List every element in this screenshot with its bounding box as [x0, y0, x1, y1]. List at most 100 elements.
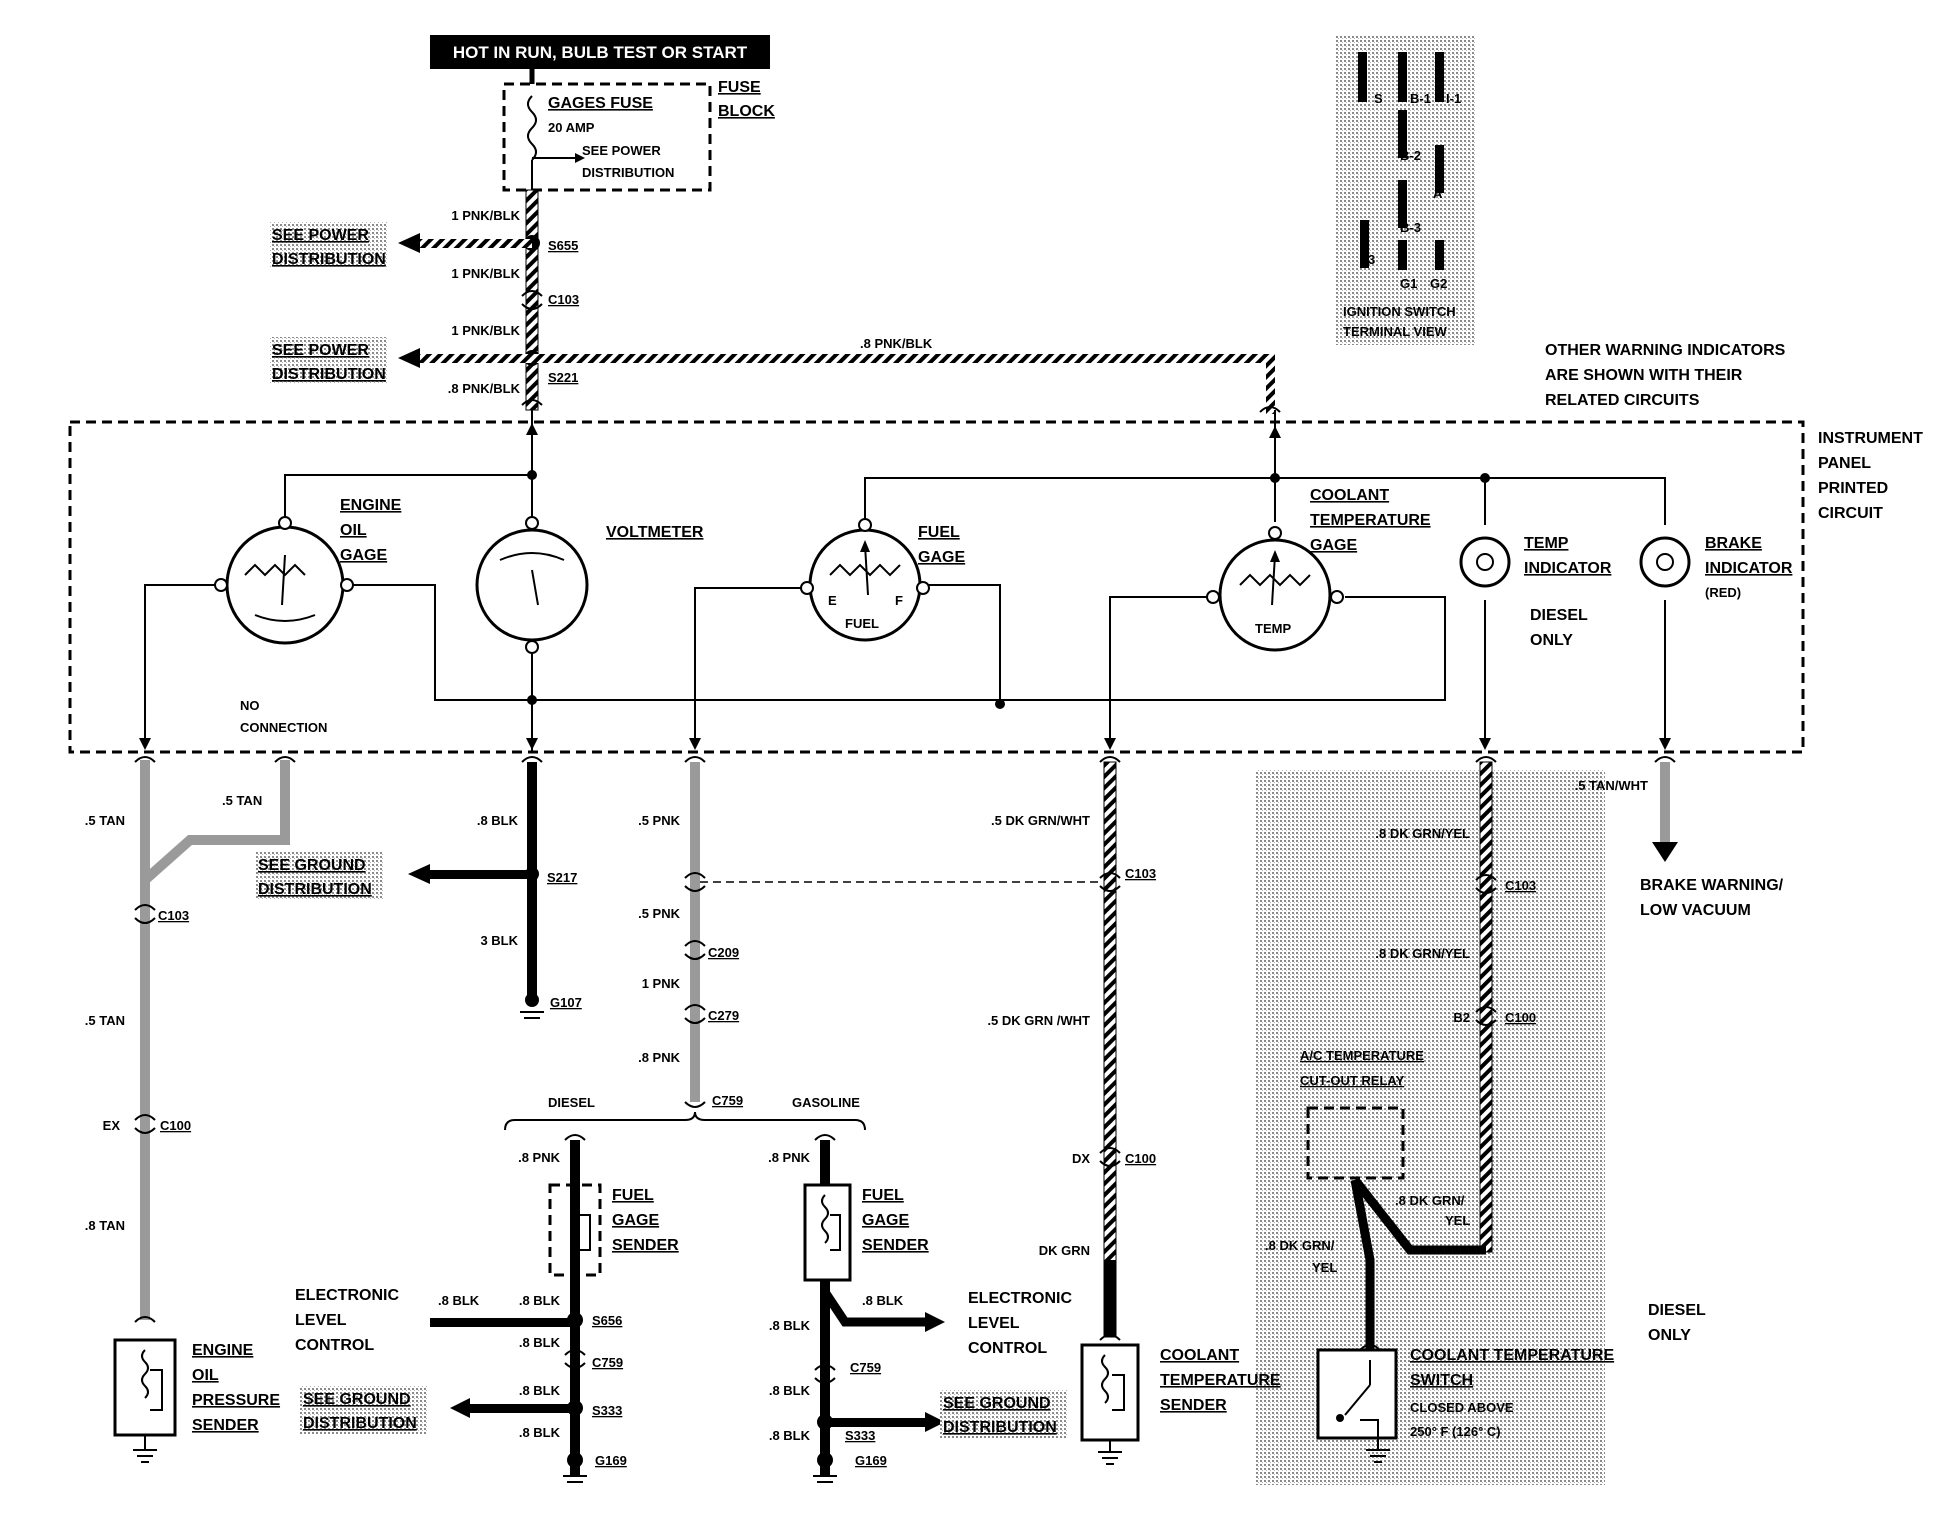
- gas-elc-1: ELECTRONIC: [968, 1290, 1072, 1307]
- oil-sender-label-2: OIL: [192, 1367, 219, 1384]
- gas-elc-3: CONTROL: [968, 1340, 1047, 1357]
- brake-indicator-label-2: INDICATOR: [1705, 560, 1793, 577]
- hot-in-run-header: [430, 35, 770, 69]
- diesel-only-1: DIESEL: [1648, 1302, 1706, 1319]
- terminal-b2: B-2: [1400, 148, 1421, 163]
- voltmeter: [475, 516, 589, 654]
- terminal-s: S: [1374, 91, 1383, 106]
- fuel-f-label: F: [895, 593, 903, 608]
- panel-label-4: CIRCUIT: [1818, 505, 1883, 522]
- note-line-3: RELATED CIRCUITS: [1545, 392, 1700, 409]
- diesel-branch-label: DIESEL: [548, 1095, 595, 1110]
- coolant-temperature-sender: [1080, 1343, 1140, 1465]
- arrow-icon: [398, 233, 420, 253]
- splice-label-s655: S655: [548, 238, 578, 253]
- brake-indicator-label-1: BRAKE: [1705, 535, 1762, 552]
- gas-elc-2: LEVEL: [968, 1315, 1020, 1332]
- temp-face-label: TEMP: [1255, 621, 1291, 636]
- ignition-caption-1: IGNITION SWITCH: [1343, 304, 1456, 319]
- splice-label: S656: [592, 1313, 622, 1328]
- wire-label: .5 DK GRN/WHT: [991, 813, 1090, 828]
- switch-label-4: 250° F (126° C): [1410, 1424, 1501, 1439]
- brake-dest-2: LOW VACUUM: [1640, 902, 1751, 919]
- switch-label-2: SWITCH: [1410, 1372, 1473, 1389]
- temp-indicator-label-1: TEMP: [1524, 535, 1569, 552]
- wire-label: .8 BLK: [769, 1428, 811, 1443]
- splice-label: S333: [592, 1403, 622, 1418]
- coolant-temperature-switch: [1316, 1348, 1398, 1463]
- coolant-gage-label-3: GAGE: [1310, 537, 1357, 554]
- diesel-elc-1: ELECTRONIC: [295, 1287, 399, 1304]
- coolant-sender-label-2: TEMPERATURE: [1160, 1372, 1281, 1389]
- wire-label: .8 BLK: [519, 1293, 561, 1308]
- terminal-g1: G1: [1400, 276, 1417, 291]
- temp-indicator-lamp: [1459, 536, 1511, 588]
- oil-tan-wire: [140, 760, 150, 1320]
- brake-tan-wht-wire: [1660, 762, 1670, 842]
- wire-label: .8 DK GRN/YEL: [1375, 946, 1470, 961]
- diesel-elc-2: LEVEL: [295, 1312, 347, 1329]
- power-trunk-wire: [525, 189, 539, 411]
- volt-see-ground-2: DISTRIBUTION: [258, 881, 372, 898]
- wire-label: .5 TAN: [85, 1013, 125, 1028]
- connector-label-c103: C103: [548, 292, 579, 307]
- brake-indicator-label-3: (RED): [1705, 585, 1741, 600]
- oil-gage-label-2: OIL: [340, 522, 367, 539]
- wire-label: .8 PNK: [638, 1050, 681, 1065]
- oil-sender-label-1: ENGINE: [192, 1342, 254, 1359]
- wire-label: .5 DK GRN /WHT: [987, 1013, 1090, 1028]
- gas-sender-label-3: SENDER: [862, 1237, 929, 1254]
- fuel-gage: [800, 518, 930, 642]
- splice-label: S217: [547, 870, 577, 885]
- arrow-icon: [1652, 842, 1678, 862]
- arrow-icon: [398, 348, 420, 368]
- diesel-sender-label-3: SENDER: [612, 1237, 679, 1254]
- wire-label: .8 BLK: [769, 1383, 811, 1398]
- oil-sender-label-4: SENDER: [192, 1417, 259, 1434]
- ignition-caption-2: TERMINAL VIEW: [1343, 324, 1447, 339]
- relay-label-2: CUT-OUT RELAY: [1300, 1073, 1405, 1088]
- wire-label: .8 BLK: [862, 1293, 904, 1308]
- connector-label: C100: [160, 1118, 191, 1133]
- relay-label-1: A/C TEMPERATURE: [1300, 1048, 1424, 1063]
- fuse-block-label-1: FUSE: [718, 79, 761, 96]
- diesel-see-ground-2: DISTRIBUTION: [303, 1415, 417, 1432]
- wire-label: YEL: [1445, 1213, 1470, 1228]
- diesel-sender-label-1: FUEL: [612, 1187, 654, 1204]
- wire-label: .8 DK GRN/YEL: [1375, 826, 1470, 841]
- connector-label: C103: [1505, 878, 1536, 893]
- wire-label: DK GRN: [1039, 1243, 1090, 1258]
- connector-label: C209: [708, 945, 739, 960]
- wire-label: 1 PNK/BLK: [451, 323, 520, 338]
- connector-label: C103: [1125, 866, 1156, 881]
- wire-label: .8 BLK: [477, 813, 519, 828]
- diesel-sender-label-2: GAGE: [612, 1212, 659, 1229]
- terminal-i1: I-1: [1446, 91, 1461, 106]
- wire-label: .5 TAN: [222, 793, 262, 808]
- terminal-g2: G2: [1430, 276, 1447, 291]
- oil-gage-label-3: GAGE: [340, 547, 387, 564]
- fuel-gage-label-1: FUEL: [918, 524, 960, 541]
- ground-label: G169: [595, 1453, 627, 1468]
- wire-label: .5 TAN/WHT: [1575, 778, 1648, 793]
- wire-label: .8 PNK: [518, 1150, 561, 1165]
- panel-diesel-2: ONLY: [1530, 632, 1573, 649]
- voltmeter-label: VOLTMETER: [606, 524, 704, 541]
- wire-label: 1 PNK/BLK: [451, 208, 520, 223]
- connector-label: C100: [1505, 1010, 1536, 1025]
- coolant-sender-label-1: COOLANT: [1160, 1347, 1239, 1364]
- wire-label: 1 PNK/BLK: [451, 266, 520, 281]
- connector-label: C100: [1125, 1151, 1156, 1166]
- terminal-b3: B-3: [1400, 220, 1421, 235]
- fuse-block: [502, 82, 712, 192]
- brake-dest-1: BRAKE WARNING/: [1640, 877, 1784, 894]
- terminal-i3: I-3: [1360, 252, 1375, 267]
- fuel-pnk-wire: [690, 762, 700, 1102]
- coolant-dk-grn-wht-wire: [1103, 761, 1117, 1338]
- branch-brace: [504, 1111, 866, 1131]
- note-line-1: OTHER WARNING INDICATORS: [1545, 342, 1786, 359]
- coolant-gage-label-1: COOLANT: [1310, 487, 1389, 504]
- fuse-name: GAGES FUSE: [548, 95, 653, 112]
- terminal-b1: B-1: [1410, 91, 1431, 106]
